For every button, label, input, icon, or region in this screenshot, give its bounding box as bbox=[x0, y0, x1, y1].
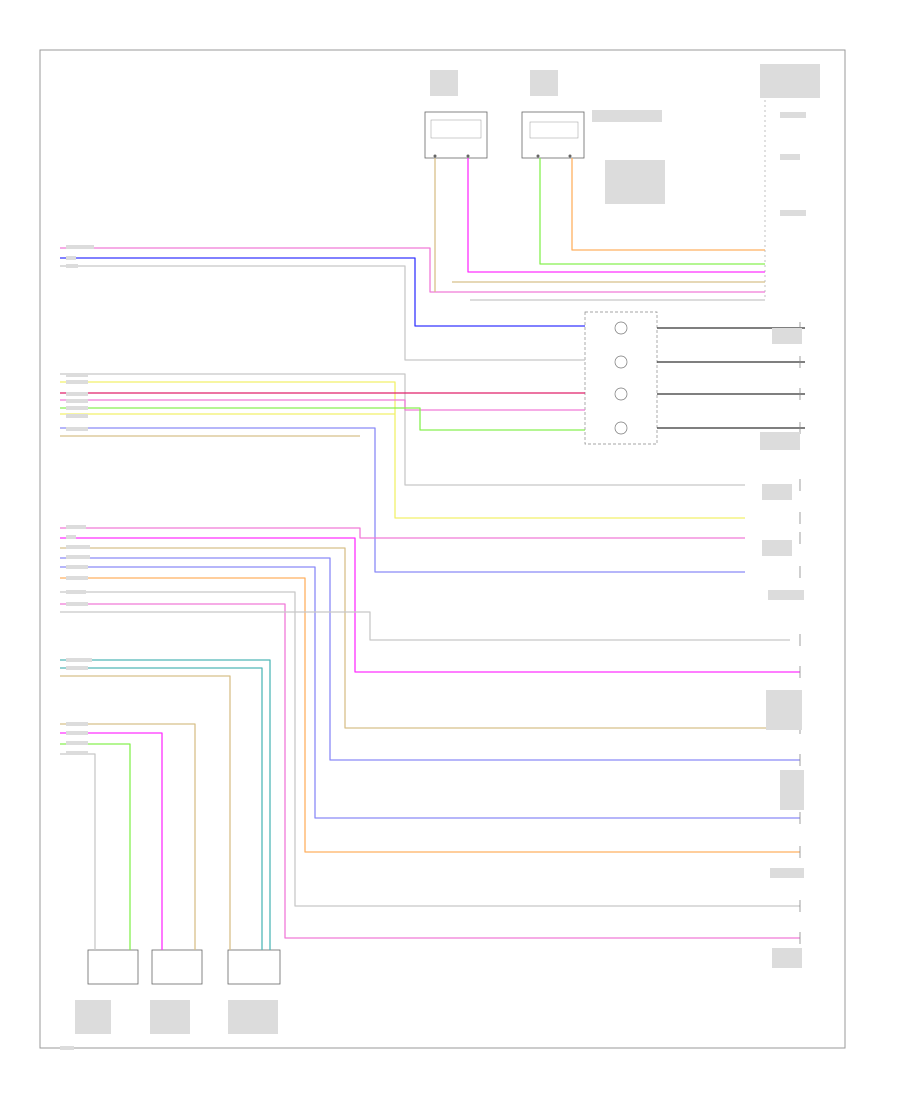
wire-tan-32 bbox=[60, 675, 231, 950]
wire-blue-1 bbox=[60, 257, 585, 327]
wire-magenta-34 bbox=[60, 732, 163, 950]
wire-magenta-4 bbox=[467, 158, 765, 273]
label-placeholder-23 bbox=[66, 576, 88, 580]
label-placeholder-19 bbox=[66, 535, 76, 539]
bottom-module-1 bbox=[87, 949, 139, 985]
label-placeholder-34 bbox=[762, 484, 792, 500]
wire-orange-26 bbox=[60, 577, 800, 853]
clockspring-module bbox=[584, 311, 658, 445]
wire-teal-30 bbox=[60, 659, 271, 950]
label-placeholder-32 bbox=[772, 328, 802, 344]
wire-white-29 bbox=[60, 611, 790, 641]
wire-green-13 bbox=[60, 407, 585, 431]
wire-white-27 bbox=[60, 591, 800, 907]
wire-yellow-10 bbox=[60, 381, 745, 519]
label-placeholder-13 bbox=[66, 392, 88, 396]
label-placeholder-17 bbox=[66, 427, 88, 431]
label-placeholder-35 bbox=[762, 540, 792, 556]
label-placeholder-33 bbox=[760, 432, 800, 450]
wire-violet-25 bbox=[60, 566, 800, 819]
wire-white-9 bbox=[60, 373, 745, 486]
label-placeholder-29 bbox=[66, 731, 88, 735]
wire-tan-23 bbox=[60, 547, 800, 729]
label-placeholder-4 bbox=[780, 112, 806, 118]
label-placeholder-41 bbox=[75, 1000, 111, 1034]
label-placeholder-25 bbox=[66, 602, 88, 606]
label-placeholder-30 bbox=[66, 741, 88, 745]
wire-white-2 bbox=[60, 265, 585, 361]
wire-pink-0 bbox=[60, 247, 765, 293]
label-placeholder-3 bbox=[592, 110, 662, 122]
wire-white-36 bbox=[60, 753, 96, 950]
label-placeholder-26 bbox=[66, 658, 92, 662]
label-placeholder-6 bbox=[605, 160, 665, 204]
label-placeholder-10 bbox=[66, 264, 78, 268]
label-placeholder-8 bbox=[66, 245, 94, 249]
diagram-frame bbox=[39, 49, 846, 1049]
label-placeholder-39 bbox=[770, 868, 804, 878]
label-placeholder-28 bbox=[66, 722, 88, 726]
wire-pink-21 bbox=[60, 527, 745, 539]
label-placeholder-31 bbox=[66, 751, 88, 755]
label-placeholder-27 bbox=[66, 666, 88, 670]
wire-violet-15 bbox=[60, 427, 745, 573]
label-placeholder-7 bbox=[780, 210, 806, 216]
label-placeholder-44 bbox=[60, 1046, 74, 1050]
wire-teal-31 bbox=[60, 667, 263, 950]
wire-tan-33 bbox=[60, 723, 196, 950]
label-placeholder-2 bbox=[760, 64, 820, 98]
label-placeholder-21 bbox=[66, 555, 90, 559]
label-placeholder-37 bbox=[766, 690, 802, 730]
label-placeholder-11 bbox=[66, 373, 88, 377]
label-placeholder-42 bbox=[150, 1000, 190, 1034]
label-placeholder-9 bbox=[66, 256, 76, 260]
top-module-left bbox=[424, 111, 488, 159]
label-placeholder-0 bbox=[430, 70, 458, 96]
wire-orange-6 bbox=[571, 158, 765, 251]
label-placeholder-14 bbox=[66, 399, 88, 403]
label-placeholder-24 bbox=[66, 590, 86, 594]
label-placeholder-36 bbox=[768, 590, 804, 600]
bottom-module-2 bbox=[151, 949, 203, 985]
label-placeholder-12 bbox=[66, 380, 88, 384]
label-placeholder-16 bbox=[66, 414, 88, 418]
wire-violet-24 bbox=[60, 557, 800, 761]
label-placeholder-1 bbox=[530, 70, 558, 96]
label-placeholder-15 bbox=[66, 406, 88, 410]
wire-green-5 bbox=[539, 158, 765, 265]
label-placeholder-38 bbox=[780, 770, 804, 810]
wire-layer bbox=[60, 158, 805, 950]
bottom-module-3 bbox=[227, 949, 281, 985]
label-placeholder-5 bbox=[780, 154, 800, 160]
label-placeholder-20 bbox=[66, 545, 90, 549]
text-placeholders bbox=[60, 64, 820, 1050]
top-module-right bbox=[521, 111, 585, 159]
wire-pink-28 bbox=[60, 603, 800, 939]
label-placeholder-22 bbox=[66, 565, 88, 569]
label-placeholder-18 bbox=[66, 525, 86, 529]
wire-pink-12 bbox=[60, 399, 585, 411]
label-placeholder-40 bbox=[772, 948, 802, 968]
label-placeholder-43 bbox=[228, 1000, 278, 1034]
wire-magenta-22 bbox=[60, 537, 800, 673]
